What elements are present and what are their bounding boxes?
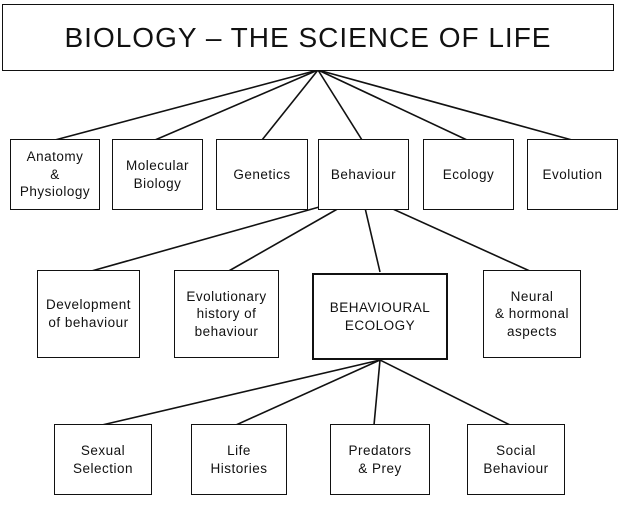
node-life-histories: Life Histories (191, 424, 287, 495)
node-label: Life Histories (210, 442, 268, 476)
node-anatomy-physiology: Anatomy & Physiology (10, 139, 100, 210)
node-label: Evolution (542, 166, 603, 182)
connector-title-anatomy (54, 69, 319, 141)
node-label: Neural & hormonal aspects (494, 288, 570, 339)
connector-title-ecology (317, 69, 468, 141)
node-molecular-biology: Molecular Biology (112, 139, 203, 210)
node-label: Development of behaviour (45, 297, 132, 330)
node-development-of-behaviour: Development of behaviour (37, 270, 140, 358)
node-genetics: Genetics (216, 139, 308, 210)
node-label: Sexual Selection (72, 442, 134, 476)
node-label: Social Behaviour (483, 442, 549, 476)
connector-title-evolution (317, 69, 573, 141)
node-label: Ecology (442, 166, 495, 182)
connector-title-genetics (261, 69, 319, 141)
node-label: Predators & Prey (348, 442, 412, 476)
node-neural-hormonal: Neural & hormonal aspects (483, 270, 581, 358)
node-evolution: Evolution (527, 139, 618, 210)
connector-title-molecular (154, 69, 319, 141)
diagram-title: BIOLOGY – THE SCIENCE OF LIFE (2, 4, 614, 71)
connector-title-behaviour (317, 69, 363, 141)
connector-ecology-predators (373, 359, 381, 426)
node-label: Evolutionary history of behaviour (186, 288, 267, 339)
node-behavioural-ecology: BEHAVIOURAL ECOLOGY (312, 273, 448, 360)
connector-ecology-life (235, 359, 381, 426)
node-ecology: Ecology (423, 139, 514, 210)
node-label: Anatomy & Physiology (19, 149, 91, 200)
connector-ecology-sexual (101, 359, 381, 426)
node-label: BEHAVIOURAL ECOLOGY (329, 299, 431, 333)
node-label: Genetics (233, 166, 291, 182)
node-social-behaviour: Social Behaviour (467, 424, 565, 495)
node-label: Behaviour (330, 166, 397, 182)
connector-behaviour-development (87, 194, 363, 273)
node-sexual-selection: Sexual Selection (54, 424, 152, 495)
node-label: Molecular Biology (125, 157, 190, 191)
node-predators-prey: Predators & Prey (330, 424, 430, 495)
node-behaviour: Behaviour (318, 139, 409, 210)
node-evolutionary-history: Evolutionary history of behaviour (174, 270, 279, 358)
connector-ecology-social (379, 359, 511, 426)
